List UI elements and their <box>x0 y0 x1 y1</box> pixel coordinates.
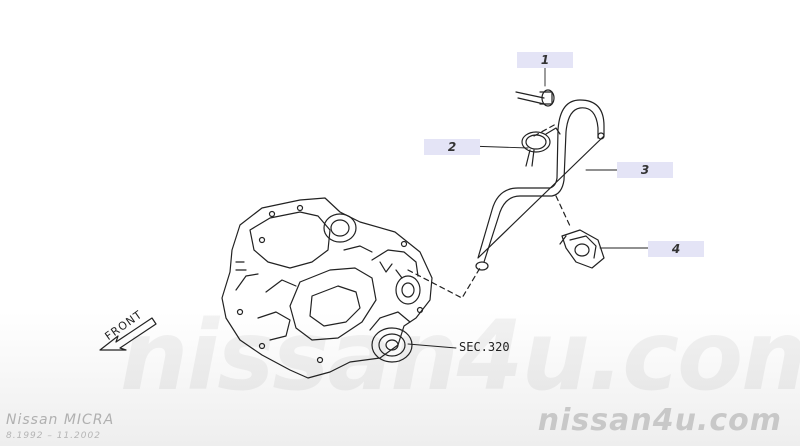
site-watermark: nissan4u.com <box>537 403 782 438</box>
vehicle-years: 8.1992 – 11.2002 <box>6 431 101 441</box>
leader-dashed-lines <box>407 123 571 299</box>
vehicle-model: Nissan MICRA <box>6 412 115 428</box>
front-arrow-icon <box>99 317 157 351</box>
hose-clamp-part <box>521 127 561 167</box>
callout-2: 2 <box>424 139 480 155</box>
callout-4: 4 <box>648 241 704 257</box>
hose-bracket-part <box>559 229 605 269</box>
callout-3: 3 <box>617 162 673 178</box>
section-reference: SEC.320 <box>459 340 510 354</box>
callout-1: 1 <box>517 52 573 68</box>
transmission-case <box>221 197 433 379</box>
background-watermark: nissan4u.com <box>120 300 800 412</box>
callout-leaders <box>407 63 649 349</box>
breather-hose <box>475 99 605 271</box>
clip-part <box>515 89 555 107</box>
